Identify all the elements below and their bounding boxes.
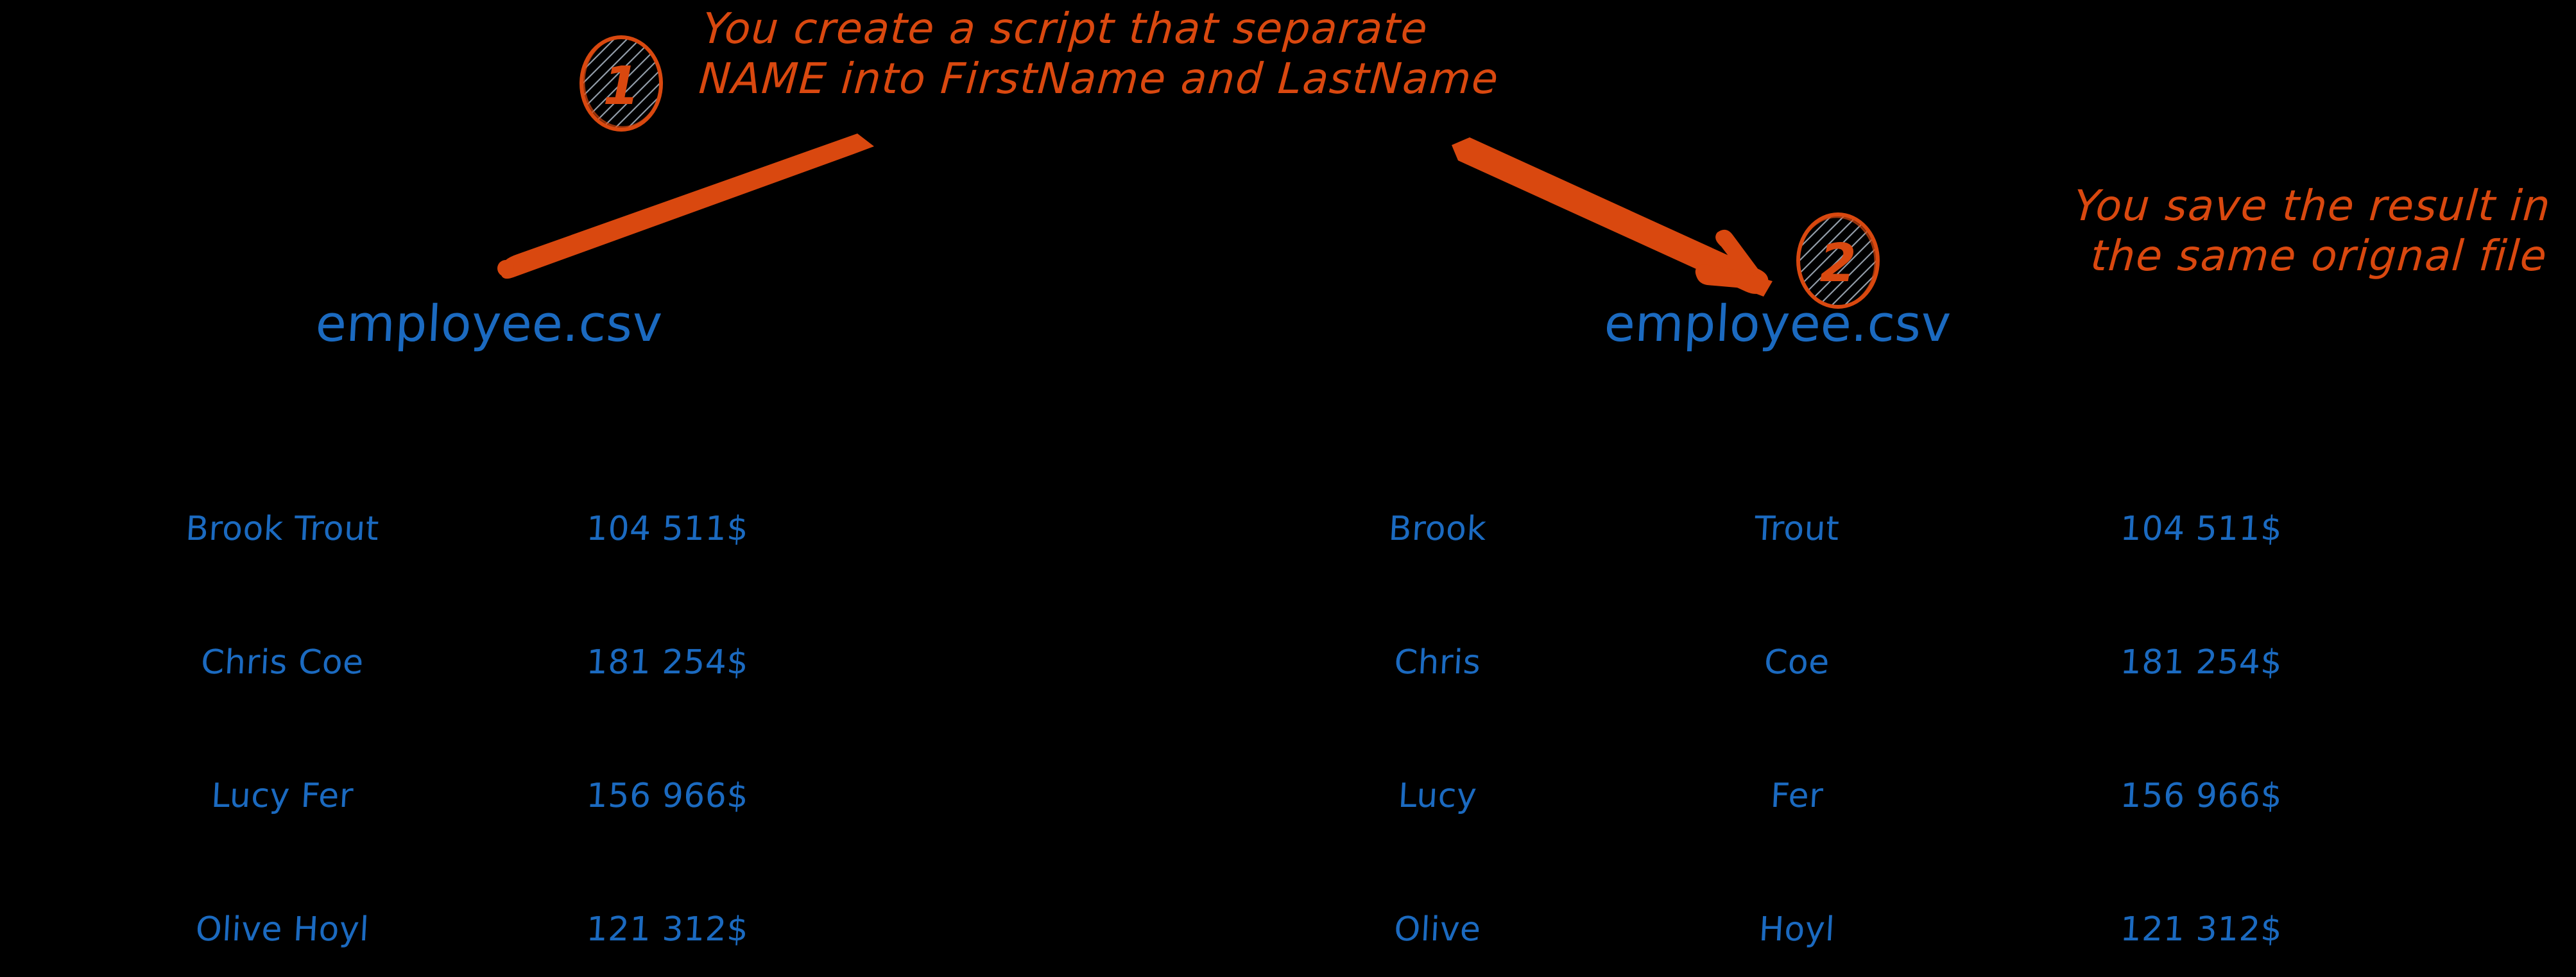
result-csv-table: Brook Trout 104 511$ Chris Coe 181 254$ … bbox=[1258, 462, 2426, 977]
step-badge-1: 1 bbox=[576, 32, 666, 135]
file-label-source: employee.csv bbox=[314, 295, 664, 353]
cell-name: Brook Trout bbox=[184, 510, 381, 548]
table-row: Lucy Fer 156 966$ bbox=[1258, 729, 2426, 863]
annotation-1-text: You create a script that separate NAME i… bbox=[697, 4, 1501, 103]
cell-first-name: Brook bbox=[1387, 510, 1488, 548]
cell-salary: 121 312$ bbox=[2119, 910, 2283, 949]
cell-name: Chris Coe bbox=[200, 643, 365, 682]
cell-last-name: Coe bbox=[1763, 643, 1831, 682]
source-csv-table: Brook Trout 104 511$ Chris Coe 181 254$ … bbox=[77, 462, 847, 977]
arrow-to-source-file bbox=[497, 134, 874, 279]
cell-last-name: Hoyl bbox=[1758, 910, 1836, 949]
cell-last-name: Trout bbox=[1753, 510, 1841, 548]
badge-2-number: 2 bbox=[1819, 233, 1856, 294]
annotation-2-text: You save the result in the same orignal … bbox=[2072, 181, 2553, 281]
cell-first-name: Chris bbox=[1393, 643, 1482, 682]
cell-salary: 156 966$ bbox=[585, 777, 750, 815]
cell-salary: 121 312$ bbox=[585, 910, 750, 949]
cell-salary: 181 254$ bbox=[2119, 643, 2283, 682]
table-row: Brook Trout 104 511$ bbox=[77, 462, 847, 596]
table-row: Olive Hoyl 121 312$ bbox=[1258, 863, 2426, 977]
badge-1-number: 1 bbox=[603, 56, 639, 117]
table-row: Lucy Fer 156 966$ bbox=[77, 729, 847, 863]
cell-salary: 104 511$ bbox=[2119, 510, 2283, 548]
file-label-result: employee.csv bbox=[1602, 295, 1952, 353]
step-badge-2: 2 bbox=[1793, 209, 1883, 312]
table-row: Olive Hoyl 121 312$ bbox=[77, 863, 847, 977]
table-row: Chris Coe 181 254$ bbox=[1258, 596, 2426, 729]
cell-name: Lucy Fer bbox=[210, 777, 355, 815]
table-row: Brook Trout 104 511$ bbox=[1258, 462, 2426, 596]
cell-salary: 104 511$ bbox=[585, 510, 750, 548]
cell-salary: 181 254$ bbox=[585, 643, 750, 682]
cell-first-name: Olive bbox=[1393, 910, 1482, 949]
table-row: Chris Coe 181 254$ bbox=[77, 596, 847, 729]
cell-salary: 156 966$ bbox=[2119, 777, 2283, 815]
arrow-to-result-file bbox=[1452, 137, 1773, 297]
cell-name: Olive Hoyl bbox=[194, 910, 370, 949]
cell-last-name: Fer bbox=[1769, 777, 1825, 815]
cell-first-name: Lucy bbox=[1397, 777, 1478, 815]
